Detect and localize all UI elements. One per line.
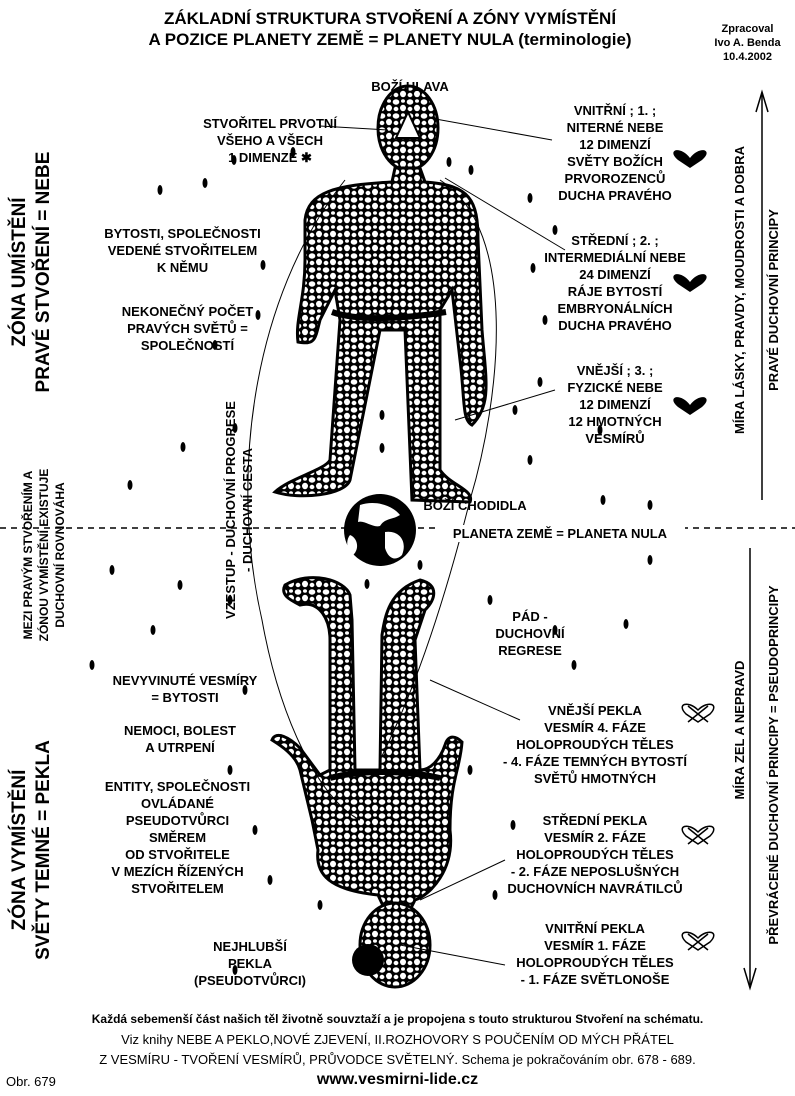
ascent-line-1: VZESTUP - DUCHOVNÍ PROGRESE — [223, 401, 238, 619]
label-stredni-pekla: STŘEDNÍ PEKLA VESMÍR 2. FÁZE HOLOPROUDÝC… — [507, 813, 683, 896]
label-bytosti: BYTOSTI, SPOLEČNOSTI VEDENÉ STVOŘITELEM … — [104, 226, 261, 275]
zone-heaven-label: ZÓNA UMÍSTĚNÍ PRAVÉ STVOŘENÍ = NEBE — [8, 142, 56, 402]
upper-body-figure — [272, 84, 488, 504]
label-bozi-hlava: BOŽÍ HLAVA — [371, 79, 449, 94]
page-title: ZÁKLADNÍ STRUKTURA STVOŘENÍ A ZÓNY VYMÍS… — [110, 8, 670, 50]
balance-line-1: MEZI PRAVÝM STVOŘENÍM A — [21, 470, 35, 640]
label-mira-zel: MÍRA ZEL A NEPRAVD — [732, 660, 747, 800]
zone-heaven-line-2: PRAVÉ STVOŘENÍ = NEBE — [33, 151, 54, 393]
heart-icon — [673, 150, 707, 168]
label-pad: PÁD - DUCHOVNÍ REGRESE — [495, 609, 565, 658]
title-line-1: ZÁKLADNÍ STRUKTURA STVOŘENÍ A ZÓNY VYMÍS… — [163, 9, 617, 28]
label-mira-lasky: MÍRA LÁSKY, PRAVDY, MOUDROSTI A DOBRA — [732, 146, 747, 434]
footer-line-3: Z VESMÍRU - TVOŘENÍ VESMÍRŮ, PRŮVODCE SV… — [99, 1052, 696, 1067]
footer-line-1: Každá sebemenší část našich těl životně … — [91, 1012, 704, 1026]
zone-hell-label: ZÓNA VYMÍSTĚNÍ SVĚTY TEMNÉ = PEKLA — [8, 700, 56, 1000]
label-nejhlubsi: NEJHLUBŠÍ PEKLA (PSEUDOTVŮRCI) — [194, 939, 306, 988]
label-prave-principy: PRAVÉ DUCHOVNÍ PRINCIPY — [766, 209, 781, 391]
drop-marks — [89, 147, 653, 975]
figure-number: Obr. 679 — [6, 1074, 56, 1089]
up-arrow — [755, 89, 769, 500]
label-nekonecny: NEKONEČNÝ POČET PRAVÝCH SVĚTŮ = SPOLEČNO… — [121, 304, 254, 353]
label-prevracene: PŘEVRÁCENÉ DUCHOVNÍ PRINCIPY = PSEUDOPRI… — [766, 585, 781, 945]
heart-icons — [673, 150, 707, 415]
lower-body-figure — [270, 576, 464, 989]
zone-heaven-line-1: ZÓNA UMÍSTĚNÍ — [9, 197, 30, 347]
label-stredni-nebe: STŘEDNÍ ; 2. ; INTERMEDIÁLNÍ NEBE 24 DIM… — [544, 233, 686, 333]
label-stvoritel: STVOŘITEL PRVOTNÍ VŠEHO A VŠECH 1 DIMENZ… — [203, 116, 337, 165]
heart-icon — [673, 274, 707, 292]
website-link[interactable]: www.vesmirni-lide.cz — [316, 1071, 479, 1088]
ascent-label: VZESTUP - DUCHOVNÍ PROGRESE - DUCHOVNÍ C… — [222, 370, 256, 650]
ascent-line-2: - DUCHOVNÍ CESTA — [240, 448, 255, 572]
label-bozi-chodidla: BOŽÍ CHODIDLA — [423, 498, 527, 513]
label-entity: ENTITY, SPOLEČNOSTI OVLÁDANÉ PSEUDOTVŮRC… — [104, 779, 251, 896]
label-vnejsi-pekla: VNĚJŠÍ PEKLA VESMÍR 4. FÁZE HOLOPROUDÝCH… — [503, 703, 687, 786]
balance-label: MEZI PRAVÝM STVOŘENÍM A ZÓNOU VYMÍSTĚNÍ … — [20, 430, 68, 680]
broken-heart-icons — [681, 703, 715, 951]
author-label: Zpracoval — [721, 23, 774, 35]
label-vnitrni-nebe: VNITŘNÍ ; 1. ; NITERNÉ NEBE 12 DIMENZÍ S… — [558, 103, 672, 203]
author-name: Ivo A. Benda — [714, 37, 781, 49]
title-line-2: A POZICE PLANETY ZEMĚ = PLANETY NULA (te… — [148, 30, 632, 49]
label-planeta: PLANETA ZEMĚ = PLANETA NULA — [435, 525, 685, 542]
earth-globe — [344, 494, 416, 566]
zone-hell-line-1: ZÓNA VYMÍSTĚNÍ — [9, 769, 30, 931]
down-arrow — [743, 548, 757, 991]
balance-line-2: ZÓNOU VYMÍSTĚNÍ EXISTUJE — [37, 468, 51, 642]
author-block: Zpracoval Ivo A. Benda 10.4.2002 — [700, 22, 795, 64]
label-nemoci: NEMOCI, BOLEST A UTRPENÍ — [124, 723, 236, 755]
broken-heart-icon — [681, 703, 715, 723]
zone-hell-line-2: SVĚTY TEMNÉ = PEKLA — [33, 740, 54, 960]
label-vnitrni-pekla: VNITŘNÍ PEKLA VESMÍR 1. FÁZE HOLOPROUDÝC… — [516, 921, 674, 987]
label-vnejsi-nebe: VNĚJŠÍ ; 3. ; FYZICKÉ NEBE 12 DIMENZÍ 12… — [567, 363, 663, 446]
balance-line-3: DUCHOVNÍ ROVNOVÁHA — [53, 482, 67, 628]
footer-line-2: Viz knihy NEBE A PEKLO,NOVÉ ZJEVENÍ, II.… — [121, 1032, 674, 1047]
broken-heart-icon — [681, 825, 715, 845]
heart-icon — [673, 397, 707, 415]
author-date: 10.4.2002 — [723, 51, 772, 63]
label-nevyvinute: NEVYVINUTÉ VESMÍRY = BYTOSTI — [112, 673, 258, 705]
broken-heart-icon — [681, 931, 715, 951]
